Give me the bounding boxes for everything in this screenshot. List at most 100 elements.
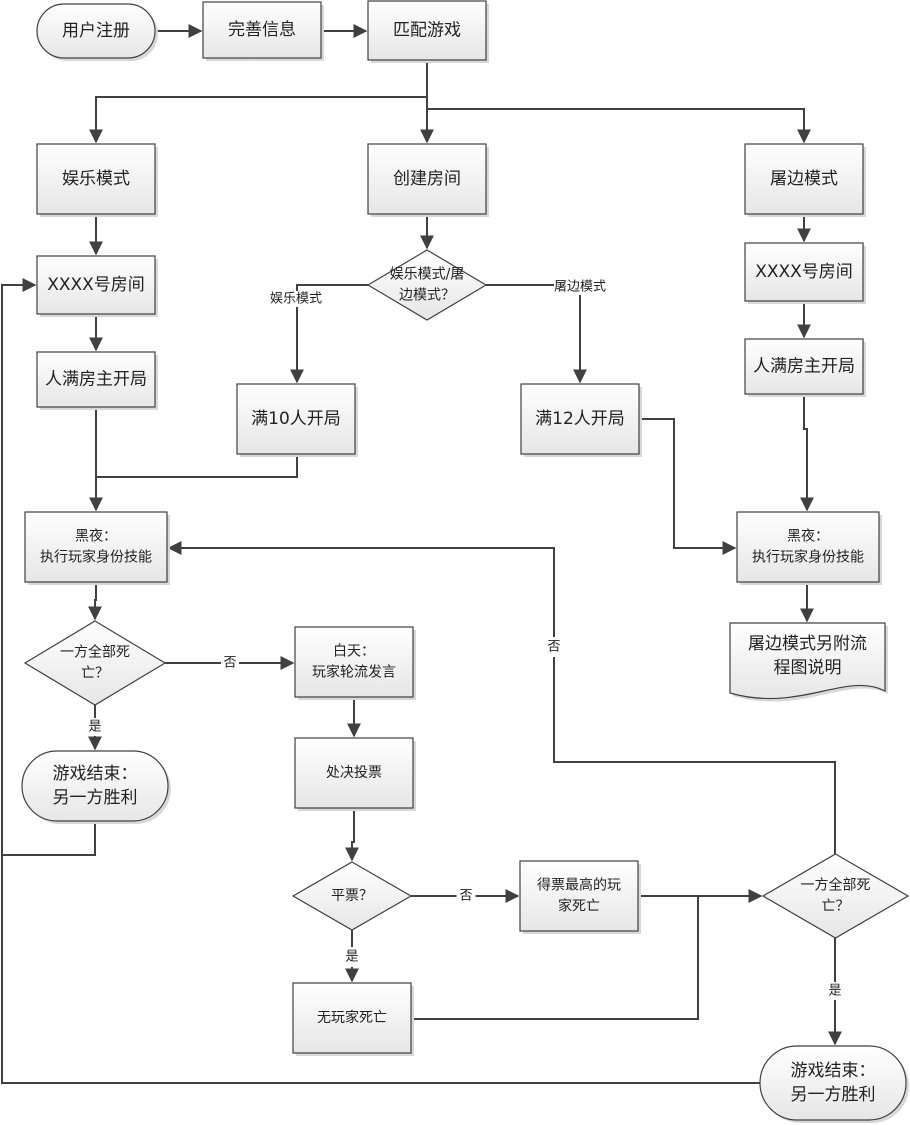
node-label: 亡？ bbox=[81, 666, 109, 682]
node-label: 处决投票 bbox=[326, 765, 382, 781]
node-profile: 完善信息 bbox=[202, 1, 324, 61]
terminal-shape bbox=[36, 3, 156, 59]
connector-decision-to-full12 bbox=[486, 284, 587, 384]
connector-no-death-to-check2 bbox=[411, 896, 699, 1020]
terminal-shape bbox=[759, 1045, 907, 1121]
connector-full-right-to-night bbox=[800, 394, 814, 512]
node-label: 执行玩家身份技能 bbox=[752, 549, 864, 566]
node-end-left: 游戏结束： 另一方胜利 bbox=[21, 750, 171, 824]
node-label: 娱乐模式 bbox=[62, 169, 130, 189]
connector-full10-to-night bbox=[96, 454, 298, 478]
node-vote: 处决投票 bbox=[294, 737, 416, 811]
decision-shape bbox=[291, 861, 413, 931]
process-shape bbox=[294, 626, 414, 698]
node-mode-decision: 娱乐模式/屠边模式？ bbox=[366, 249, 488, 321]
process-shape bbox=[24, 511, 168, 583]
node-end-right: 游戏结束： 另一方胜利 bbox=[759, 1045, 909, 1123]
node-label: 无玩家死亡 bbox=[317, 1009, 387, 1026]
node-label: 亡？ bbox=[822, 899, 850, 915]
edge-label-yes: 是 bbox=[828, 984, 841, 999]
process-shape bbox=[367, 0, 487, 61]
node-match: 匹配游戏 bbox=[367, 0, 489, 63]
node-label: 满12人开局 bbox=[535, 409, 625, 429]
node-label: 用户注册 bbox=[62, 21, 130, 41]
process-shape bbox=[519, 860, 639, 932]
node-label: 另一方胜利 bbox=[791, 1085, 876, 1105]
connector-match-to-ent-mode bbox=[89, 60, 428, 144]
node-label: 边模式？ bbox=[399, 288, 455, 304]
node-night-left: 黑夜： 执行玩家身份技能 bbox=[24, 511, 170, 585]
node-label: 屠边模式 bbox=[770, 169, 838, 189]
edge-label-background bbox=[86, 718, 104, 736]
decision-shape bbox=[761, 853, 910, 939]
node-label: 游戏结束： bbox=[53, 764, 138, 784]
node-label: 游戏结束： bbox=[791, 1061, 876, 1081]
connector-decision-to-full10 bbox=[290, 284, 368, 384]
node-label: XXXX号房间 bbox=[47, 275, 145, 295]
document-shape bbox=[729, 622, 886, 700]
edge-label-yes: 是 bbox=[345, 950, 358, 965]
process-shape bbox=[744, 242, 864, 302]
decision-shape bbox=[366, 249, 488, 321]
edge-label-no: 否 bbox=[547, 640, 560, 655]
node-kill-mode: 屠边模式 bbox=[744, 143, 866, 217]
node-day: 白天： 玩家轮流发言 bbox=[294, 626, 416, 700]
connector-match-to-kill-mode bbox=[427, 108, 811, 144]
node-label: 执行玩家身份技能 bbox=[40, 549, 152, 566]
node-label: 得票最高的玩 bbox=[537, 877, 621, 894]
node-label: 黑夜： bbox=[75, 529, 117, 545]
connector-check2-to-night-left bbox=[167, 541, 836, 854]
node-label: 家死亡 bbox=[558, 898, 600, 915]
node-label: XXXX号房间 bbox=[755, 262, 853, 282]
node-create-room: 创建房间 bbox=[367, 143, 489, 217]
edge-label-background bbox=[270, 291, 322, 307]
node-no-death: 无玩家死亡 bbox=[292, 982, 414, 1056]
terminal-shape bbox=[21, 750, 169, 822]
node-label: 娱乐模式/屠 bbox=[390, 267, 465, 283]
node-label: 白天： bbox=[333, 644, 375, 660]
node-full-right: 人满房主开局 bbox=[744, 338, 866, 397]
node-label: 黑夜： bbox=[787, 529, 829, 545]
node-label: 玩家轮流发言 bbox=[312, 664, 396, 681]
node-label: 人满房主开局 bbox=[45, 370, 147, 390]
connector-night-left-to-check1 bbox=[88, 582, 102, 621]
process-shape bbox=[744, 338, 864, 395]
process-shape bbox=[520, 383, 640, 455]
node-label: 另一方胜利 bbox=[53, 788, 138, 808]
edge-label-yes: 是 bbox=[88, 720, 101, 735]
process-shape bbox=[744, 143, 864, 215]
edge-label-background bbox=[456, 886, 476, 906]
edge-label-no: 否 bbox=[223, 656, 236, 671]
node-label: 创建房间 bbox=[393, 169, 461, 189]
edge-label-background bbox=[544, 637, 564, 657]
process-shape bbox=[36, 351, 156, 408]
edges-layer bbox=[1, 24, 842, 1084]
node-label: 满10人开局 bbox=[251, 409, 341, 429]
edge-label-background bbox=[221, 654, 239, 672]
node-label: 一方全部死 bbox=[801, 877, 871, 894]
connector-vote-to-tie bbox=[345, 808, 359, 862]
node-ent-mode: 娱乐模式 bbox=[36, 143, 158, 217]
decision-shape bbox=[23, 620, 167, 706]
process-shape bbox=[36, 255, 156, 315]
node-full-left: 人满房主开局 bbox=[36, 351, 158, 410]
process-shape bbox=[36, 143, 156, 215]
edge-label-background bbox=[554, 279, 606, 295]
node-room-left: XXXX号房间 bbox=[36, 255, 158, 317]
edge-label-entertainment: 娱乐模式 bbox=[270, 292, 322, 307]
node-label: 屠边模式另附流 bbox=[748, 634, 867, 654]
process-shape bbox=[202, 1, 322, 59]
node-label: 完善信息 bbox=[228, 20, 296, 40]
process-shape bbox=[292, 982, 412, 1054]
node-label: 一方全部死 bbox=[60, 644, 130, 661]
process-shape bbox=[236, 383, 356, 455]
edge-label-no: 否 bbox=[459, 889, 472, 904]
node-label: 匹配游戏 bbox=[393, 21, 461, 41]
